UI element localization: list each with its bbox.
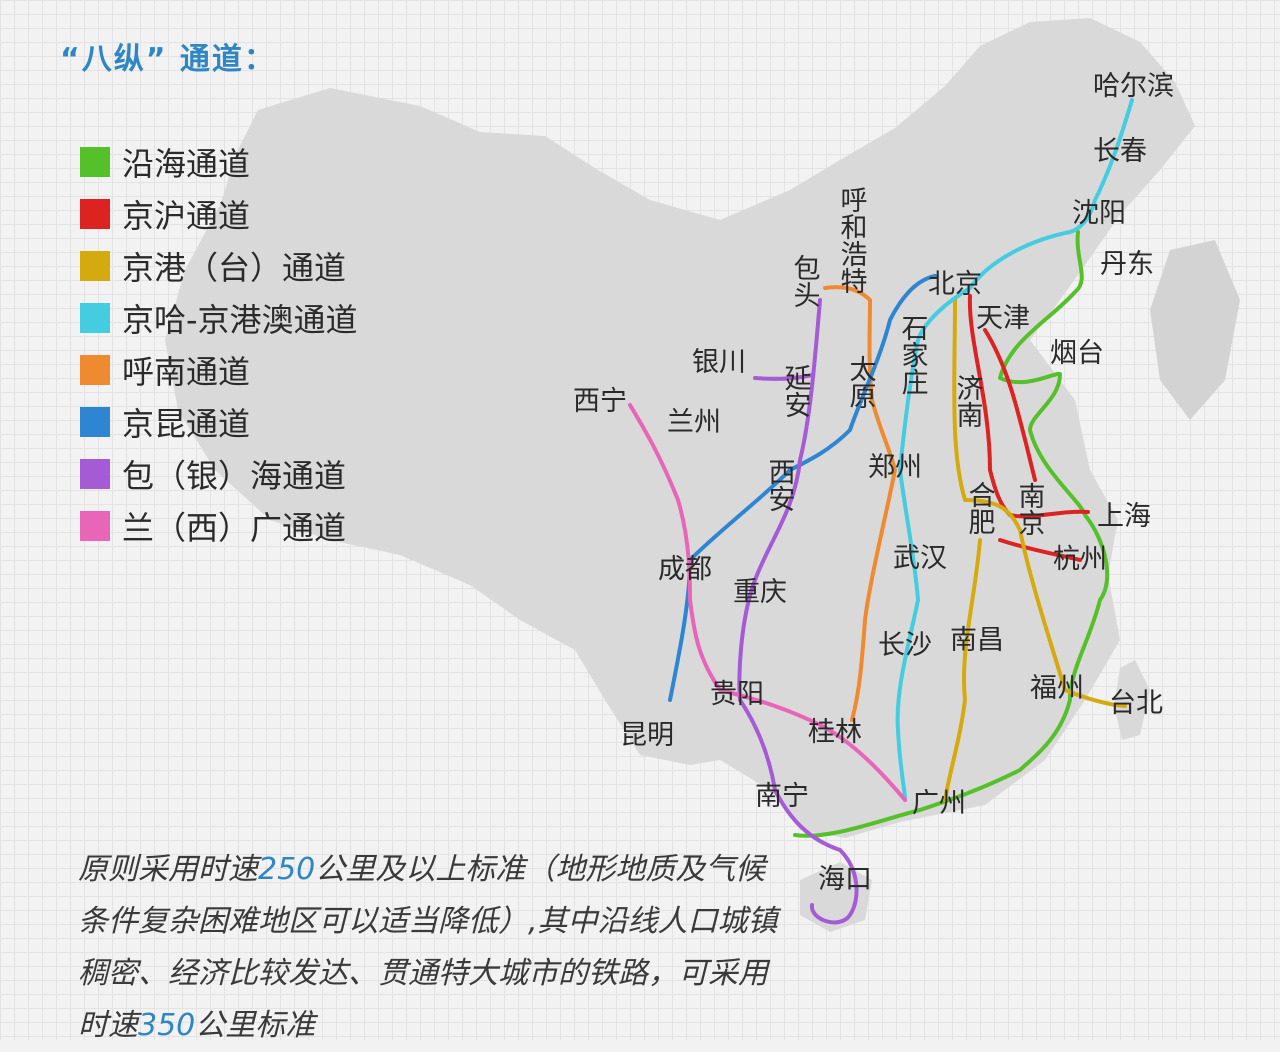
city-baotou: 包头 [789, 254, 821, 308]
city-tianjin: 天津 [976, 303, 1030, 334]
baotou-yinchuan-haikou-corridor-line [737, 298, 859, 925]
legend-swatch-lanzhou-guangzhou [80, 511, 110, 541]
city-yinchuan: 银川 [692, 347, 746, 378]
city-dandong: 丹东 [1100, 249, 1154, 280]
legend-item-beijing-shanghai: 京沪通道 [80, 188, 358, 240]
city-guangzhou: 广州 [912, 788, 966, 819]
city-xining: 西宁 [573, 386, 627, 417]
coastal-corridor-line [793, 230, 1110, 838]
standard-note: 原则采用时速250公里及以上标准（地形地质及气候条件复杂困难地区可以适当降低）,… [78, 844, 778, 1052]
city-kunming: 昆明 [620, 720, 674, 751]
note-speed-350: 350 [138, 1008, 196, 1043]
city-changchun: 长春 [1093, 136, 1147, 167]
city-hefei: 合肥 [964, 481, 996, 535]
legend-item-coastal: 沿海通道 [80, 136, 358, 188]
city-changsha: 长沙 [878, 630, 932, 661]
city-taipei: 台北 [1109, 688, 1163, 719]
city-haikou: 海口 [818, 864, 872, 895]
korea-landmass [1150, 240, 1240, 420]
legend-swatch-beijing-hk-taiwan [80, 251, 110, 281]
city-yanan: 延安 [780, 364, 812, 418]
hohhot-nanning-corridor-line [823, 285, 897, 722]
city-jinan: 济南 [952, 374, 983, 428]
city-shanghai: 上海 [1097, 501, 1151, 532]
city-harbin: 哈尔滨 [1093, 71, 1174, 102]
city-nanning: 南宁 [755, 781, 809, 812]
legend-swatch-baotou-haikou [80, 459, 110, 489]
legend-swatch-beijing-kunming [80, 407, 110, 437]
city-yantai: 烟台 [1050, 338, 1104, 369]
city-shenyang: 沈阳 [1072, 198, 1126, 229]
legend-swatch-beijing-harbin-hk-macao [80, 303, 110, 333]
legend-label-beijing-shanghai: 京沪通道 [122, 197, 251, 235]
city-shijiazhuang: 石家庄 [897, 314, 929, 395]
legend-label-baotou-haikou: 包（银）海通道 [122, 457, 347, 495]
legend-item-beijing-kunming: 京昆通道 [80, 396, 358, 448]
legend-label-hohhot-nanning: 呼南通道 [122, 353, 251, 391]
legend-item-beijing-hk-taiwan: 京港（台）通道 [80, 240, 358, 292]
taiwan-landmass [1114, 660, 1150, 740]
city-hohhot: 呼和浩特 [836, 186, 868, 294]
city-zhengzhou: 郑州 [868, 452, 922, 483]
city-chengdu: 成都 [658, 554, 712, 585]
lanzhou-xining-guangzhou-corridor-line [628, 403, 907, 802]
legend-label-lanzhou-guangzhou: 兰（西）广通道 [122, 509, 347, 547]
city-hangzhou: 杭州 [1053, 544, 1107, 575]
beijing-shanghai-corridor-line [967, 294, 1090, 562]
china-landmass [165, 18, 1195, 838]
legend-item-hohhot-nanning: 呼南通道 [80, 344, 358, 396]
corridor-legend: 沿海通道 京沪通道 京港（台）通道 京哈-京港澳通道 呼南通道 京昆通道 包（银… [80, 136, 358, 552]
city-wuhan: 武汉 [893, 543, 947, 574]
beijing-harbin-hk-macao-corridor-line [895, 98, 1134, 802]
legend-item-beijing-harbin-hk-macao: 京哈-京港澳通道 [80, 292, 358, 344]
note-text-3: 公里标准 [195, 1008, 316, 1043]
legend-swatch-hohhot-nanning [80, 355, 110, 385]
city-labels: 哈尔滨 长春 沈阳 丹东 烟台 北京 天津 银川 西宁 兰州 郑州 上海 杭州 … [573, 71, 1174, 895]
legend-label-coastal: 沿海通道 [122, 145, 251, 183]
legend-label-beijing-kunming: 京昆通道 [122, 405, 251, 443]
city-xian: 西安 [764, 458, 795, 512]
note-speed-250: 250 [258, 852, 316, 887]
city-guilin: 桂林 [808, 717, 862, 748]
city-lanzhou: 兰州 [667, 407, 721, 438]
legend-item-lanzhou-guangzhou: 兰（西）广通道 [80, 500, 358, 552]
legend-swatch-coastal [80, 147, 110, 177]
city-taiyuan: 太原 [845, 355, 877, 409]
note-text-1: 原则采用时速 [78, 852, 258, 887]
note-text-2: 公里及以上标准（地形地质及气候条件复杂困难地区可以适当降低）,其中沿线人口城镇稠… [78, 852, 778, 1043]
legend-item-baotou-haikou: 包（银）海通道 [80, 448, 358, 500]
beijing-hk-taiwan-corridor-line [943, 298, 1127, 802]
legend-label-beijing-harbin-hk-macao: 京哈-京港澳通道 [122, 301, 358, 339]
city-nanchang: 南昌 [950, 625, 1004, 656]
city-chongqing: 重庆 [733, 577, 787, 608]
city-fuzhou: 福州 [1030, 673, 1084, 704]
city-beijing: 北京 [928, 269, 982, 300]
legend-label-beijing-hk-taiwan: 京港（台）通道 [122, 249, 347, 287]
city-guiyang: 贵阳 [710, 679, 764, 710]
legend-swatch-beijing-shanghai [80, 199, 110, 229]
city-nanjing: 南京 [1014, 482, 1045, 536]
map-title: “八纵” 通道： [60, 42, 276, 77]
